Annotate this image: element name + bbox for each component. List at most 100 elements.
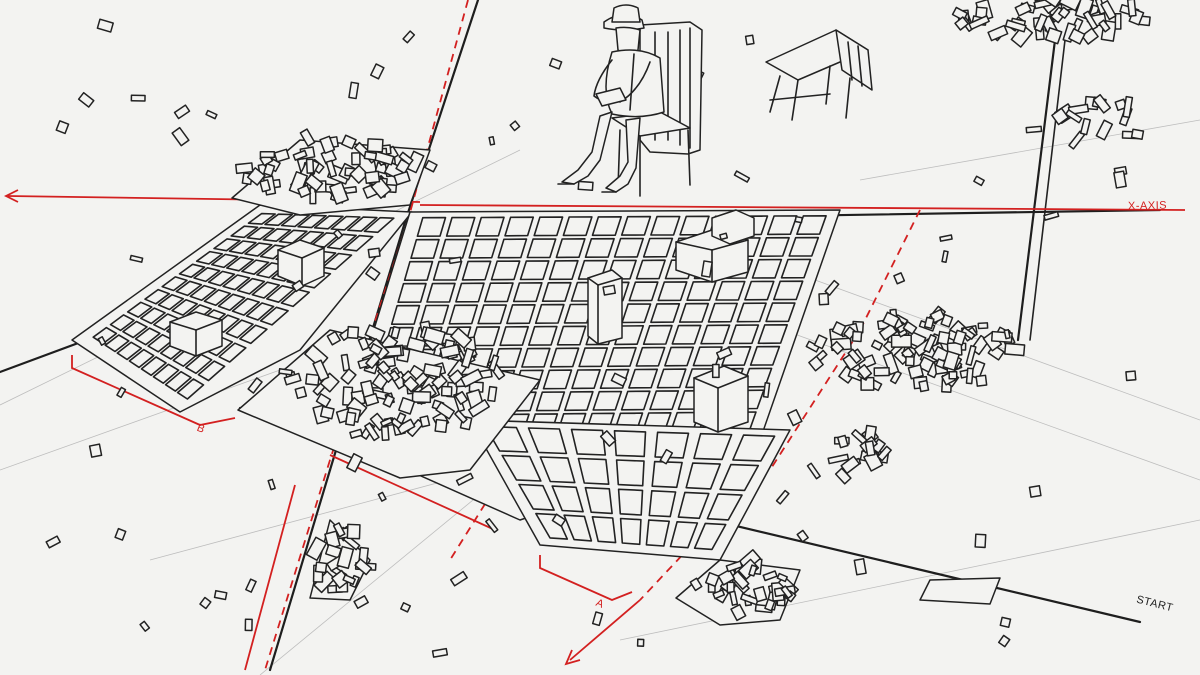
city-block — [669, 520, 699, 549]
book — [314, 561, 328, 574]
city-block — [363, 216, 395, 234]
book — [907, 364, 924, 380]
book — [717, 568, 736, 586]
book — [349, 164, 369, 184]
book — [1092, 93, 1112, 114]
city-block — [584, 237, 615, 259]
loose-book — [1130, 128, 1145, 141]
building-box-3 — [277, 239, 325, 287]
city-block — [518, 483, 555, 511]
loose-book — [551, 513, 567, 527]
loose-book — [999, 616, 1012, 629]
loose-book — [1025, 125, 1043, 134]
city-block — [416, 216, 447, 237]
city-block — [591, 216, 623, 237]
city-block — [744, 280, 775, 301]
loose-book — [130, 94, 146, 102]
book — [454, 409, 468, 424]
loose-book — [455, 472, 474, 486]
book — [346, 523, 361, 540]
city-block — [721, 345, 752, 367]
city-block — [715, 280, 746, 301]
book — [860, 376, 875, 391]
book-piles — [235, 0, 1151, 622]
book — [952, 329, 967, 346]
city-block — [231, 297, 261, 316]
loose-book — [369, 343, 383, 356]
loose-book — [974, 533, 987, 549]
loose-book — [116, 386, 127, 399]
city-block — [499, 325, 530, 347]
loose-book — [1125, 370, 1137, 382]
book — [764, 598, 776, 612]
loose-book — [129, 254, 144, 263]
loose-book — [88, 443, 103, 458]
book — [448, 369, 465, 385]
city-block — [577, 457, 610, 486]
book — [460, 347, 475, 369]
loose-book — [431, 647, 449, 658]
city-block — [164, 370, 192, 392]
city-block — [104, 334, 130, 353]
book — [1079, 117, 1091, 136]
book — [376, 360, 391, 375]
book — [297, 184, 312, 199]
building-box-2 — [169, 311, 223, 357]
city-block — [571, 368, 601, 390]
book — [889, 370, 902, 385]
city-block — [330, 215, 361, 231]
loose-book — [400, 602, 412, 613]
loose-book — [114, 527, 127, 541]
city-block — [175, 280, 203, 297]
city-block — [122, 320, 148, 339]
city-block — [390, 304, 421, 326]
book — [1095, 119, 1114, 141]
city-block — [551, 485, 584, 513]
book — [364, 422, 380, 442]
loose-book — [332, 228, 344, 240]
loose-book — [278, 367, 293, 376]
city-block — [152, 363, 180, 385]
book — [856, 363, 873, 380]
city-block — [620, 215, 652, 236]
city-block — [527, 325, 558, 346]
book — [460, 368, 484, 388]
city-block — [613, 237, 645, 258]
loose-book — [941, 250, 949, 264]
loose-book — [291, 279, 305, 293]
city-block — [245, 302, 275, 321]
book — [877, 445, 892, 462]
book — [847, 348, 862, 364]
city-block — [140, 356, 167, 377]
book — [345, 411, 357, 427]
city-block — [780, 258, 812, 279]
city-block — [445, 216, 476, 237]
book-pile — [285, 320, 506, 442]
loose-book — [700, 260, 713, 278]
city-block — [474, 216, 505, 237]
city-block — [591, 515, 617, 544]
city-block — [161, 276, 188, 292]
book — [402, 375, 420, 393]
book — [840, 455, 861, 475]
book — [968, 15, 990, 30]
city-block — [788, 236, 820, 257]
city-block — [144, 288, 171, 305]
city-block — [628, 281, 659, 302]
book — [882, 351, 900, 376]
loose-book — [796, 529, 809, 543]
book — [827, 453, 850, 465]
book — [1122, 95, 1134, 119]
loose-book — [55, 120, 70, 135]
city-block — [706, 493, 743, 521]
loose-book — [199, 596, 212, 610]
book — [726, 581, 735, 594]
city-block — [563, 514, 593, 542]
city-block — [128, 348, 155, 369]
book — [882, 311, 900, 329]
book-pile — [805, 305, 1026, 393]
book — [304, 173, 324, 192]
city-block — [244, 242, 273, 257]
city-block — [526, 238, 557, 259]
loose-book — [1043, 210, 1060, 221]
